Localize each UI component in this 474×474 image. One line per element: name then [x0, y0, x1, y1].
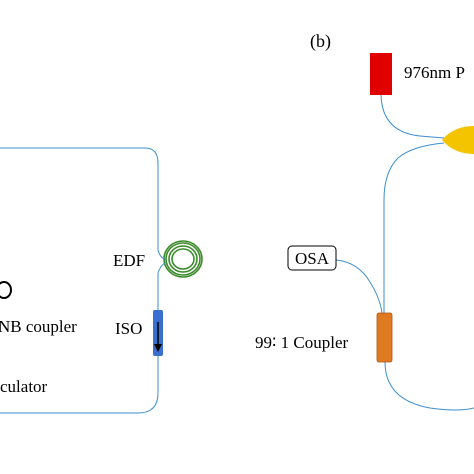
wdm-to-coupler-fiber	[383, 142, 445, 313]
edf-fiber-lead	[157, 249, 167, 274]
osa-to-coupler-fiber	[335, 259, 383, 314]
nb-coupler-label: NB coupler	[0, 317, 77, 336]
edf-label: EDF	[113, 251, 145, 270]
panel-b-label: (b)	[310, 31, 331, 52]
isolator-arrow-icon	[154, 322, 162, 352]
wdm-coupler	[442, 126, 474, 154]
edf-coil	[163, 240, 203, 278]
panel-a-loop-icon	[0, 281, 12, 299]
coupler-output-fiber	[384, 361, 474, 411]
output-coupler-label: 99∶ 1 Coupler	[255, 333, 349, 352]
pump-to-wdm-fiber	[380, 94, 445, 139]
circulator-label: culator	[0, 377, 48, 396]
output-coupler	[376, 312, 393, 363]
osa-label: OSA	[295, 249, 330, 268]
pump-label: 976nm P	[404, 63, 465, 82]
iso-label: ISO	[115, 319, 142, 338]
pump-laser	[370, 53, 392, 95]
osa-box	[287, 245, 337, 271]
panel-a-fiber-loop	[0, 147, 159, 414]
